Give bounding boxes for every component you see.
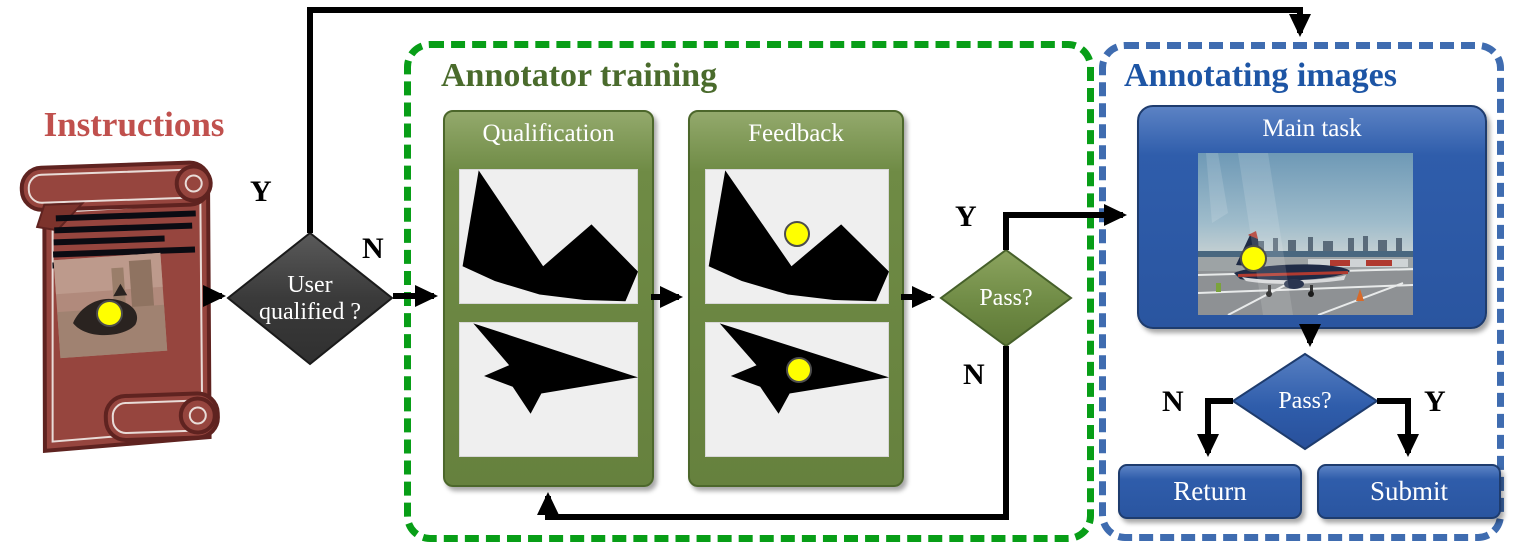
user-qualified-no-label: N [362, 232, 384, 265]
mountain-silhouette-icon [462, 170, 638, 302]
training-pass-decision: Pass? [939, 248, 1073, 348]
annotation-dot-icon [786, 357, 812, 383]
user-qualified-yes-label: Y [250, 175, 272, 208]
user-qualified-decision: User qualified ? [226, 231, 394, 366]
annotation-dot-icon [1240, 245, 1267, 272]
training-pass-label: Pass? [979, 284, 1033, 311]
mountain-silhouette-icon [708, 170, 889, 302]
training-pass-no-label: N [963, 358, 985, 391]
qualification-panel: Qualification [443, 110, 654, 487]
airplane-photo [1198, 153, 1413, 315]
training-pass-yes-label: Y [955, 200, 977, 233]
annotating-pass-label: Pass? [1278, 388, 1332, 415]
dart-silhouette-icon [719, 323, 889, 414]
user-qualified-label: User qualified ? [259, 271, 361, 325]
annotating-pass-decision: Pass? [1231, 352, 1379, 451]
annotation-dot-icon [784, 221, 810, 247]
instructions-title: Instructions [43, 105, 225, 144]
qualification-shape-2 [459, 322, 638, 457]
return-button-label: Return [1173, 476, 1247, 506]
dart-silhouette-icon [473, 323, 638, 414]
main-task-title: Main task [1262, 115, 1362, 142]
return-button: Return [1118, 464, 1302, 519]
annotation-dot-icon [96, 300, 123, 327]
feedback-shape-2 [705, 322, 889, 457]
scroll-icon [14, 158, 234, 462]
annotating-pass-no-label: N [1162, 385, 1184, 418]
annotating-pass-yes-label: Y [1424, 385, 1446, 418]
submit-button-label: Submit [1369, 476, 1449, 506]
annotator-training-title: Annotator training [441, 57, 718, 94]
annotating-images-title: Annotating images [1124, 57, 1397, 94]
submit-button: Submit [1317, 464, 1501, 519]
feedback-shape-1 [705, 169, 889, 304]
feedback-title: Feedback [748, 120, 844, 147]
feedback-panel: Feedback [688, 110, 904, 487]
qualification-title: Qualification [482, 120, 615, 147]
qualification-shape-1 [459, 169, 638, 304]
